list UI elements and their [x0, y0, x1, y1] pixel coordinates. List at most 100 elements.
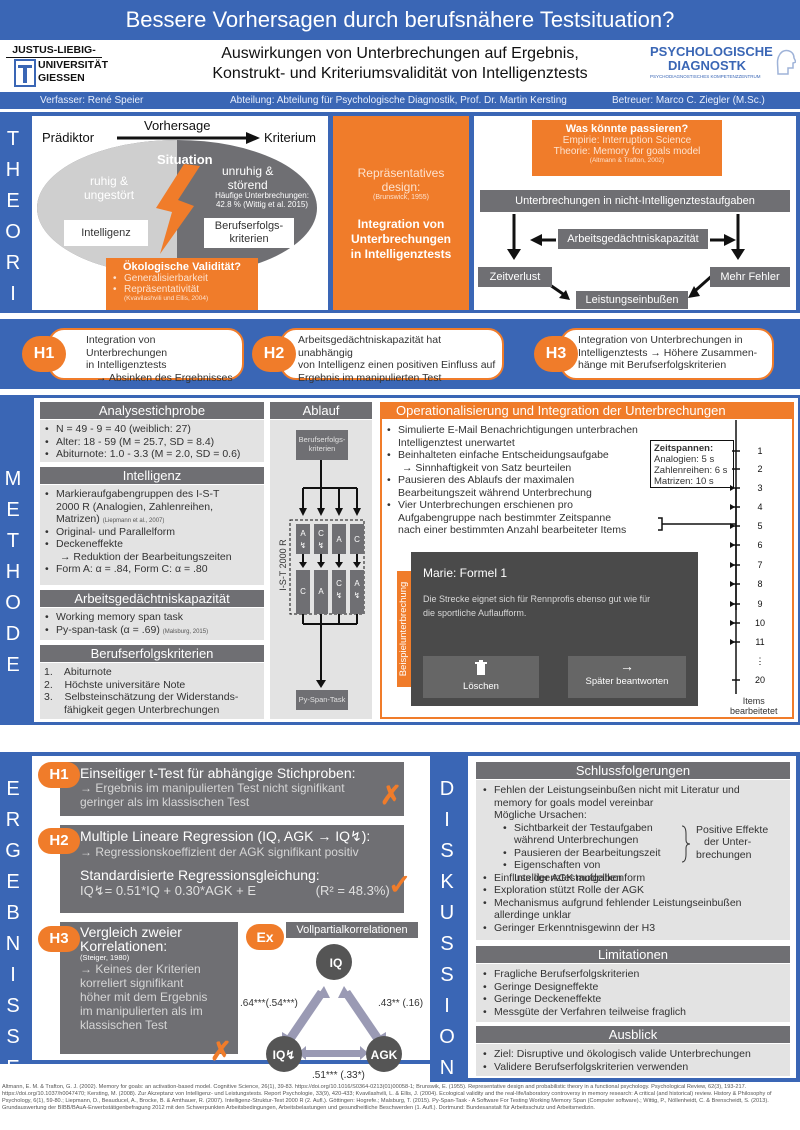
correlation-triangle	[266, 944, 402, 1072]
items-axis-arrow	[730, 542, 735, 548]
operationalisierung-panel	[380, 419, 794, 719]
berufserfolgskriterien-header: Berufserfolgskriterien	[40, 645, 264, 662]
bracket-lines	[658, 488, 737, 610]
items-axis-arrow	[730, 620, 735, 626]
trash-icon	[475, 660, 487, 675]
ausblick-header: Ausblick	[476, 1026, 790, 1043]
department: Abteilung: Abteilung für Psychologische …	[230, 95, 567, 106]
h1-result-badge: H1	[38, 762, 80, 788]
ablauf-header: Ablauf	[270, 402, 372, 419]
ex-badge: Ex	[246, 924, 284, 950]
svg-text:C: C	[300, 587, 306, 596]
hypothesis-3-badge: H3	[534, 336, 578, 372]
repraesentatives-design-panel: Repräsentatives design: (Brunswick, 1955…	[333, 116, 469, 310]
berufserfolgskriterien-box: 1. Abiturnote 2. Höchste universitäre No…	[40, 663, 264, 719]
agk-header: Arbeitsgedächtniskapazität	[40, 590, 264, 607]
head-silhouette-icon	[776, 49, 796, 75]
h1-result-box: Einseitiger t-Test für abhängige Stichpr…	[60, 762, 404, 816]
items-label: Items bearbeitetet	[730, 696, 778, 716]
items-axis-tick-label: 8	[757, 579, 762, 589]
flow-agk-box: Arbeitsgedächtniskapazität	[558, 229, 708, 249]
h3-cross-icon: ✗	[210, 1036, 232, 1066]
arrow-right-icon: →	[620, 658, 634, 674]
jlu-logo: JUSTUS-LIEBIG- UNIVERSITÄT GIESSEN	[6, 44, 108, 88]
ablauf-py-span-box: Py-Span-Task	[296, 690, 348, 710]
beispiel-label: Beispielunterbrechung	[397, 571, 411, 687]
items-axis-arrow	[730, 601, 735, 607]
vollpartial-title: Vollpartialkorrelationen	[286, 922, 418, 938]
svg-text:A: A	[336, 535, 342, 544]
svg-text:C: C	[318, 529, 324, 538]
brace-icon	[681, 825, 691, 862]
schluss-header: Schlussfolgerungen	[476, 762, 790, 779]
items-axis-arrow	[730, 639, 735, 645]
analysestichprobe-box: N = 49 - 9 = 40 (weiblich: 27) Alter: 18…	[40, 420, 264, 462]
h2-result-badge: H2	[38, 828, 80, 854]
was-koennte-passieren-box: Was könnte passieren? Empirie: Interrupt…	[532, 120, 722, 176]
zeitspannen-box: Zeitspannen: Analogien: 5 s Zahlenreihen…	[650, 440, 734, 488]
items-axis-tick-label: 5	[757, 521, 762, 531]
node-iqz: IQ↯	[272, 1048, 296, 1062]
items-axis-tick-label: 10	[755, 618, 765, 628]
items-axis-tick-label: 2	[757, 464, 762, 474]
items-axis-tick-label: 20	[755, 675, 765, 685]
answer-later-button[interactable]: → Später beantworten	[568, 656, 686, 698]
flow-mehr-fehler-box: Mehr Fehler	[710, 267, 790, 287]
author-bar: Verfasser: René Speier Abteilung: Abteil…	[0, 92, 800, 109]
ist-2000-r-label: I-S-T 2000 R	[278, 539, 288, 591]
poster-title: Bessere Vorhersagen durch berufsnähere T…	[0, 0, 800, 40]
operationalisierung-list: Simulierte E-Mail Benachrichtigungen unt…	[386, 424, 656, 537]
delete-button[interactable]: Löschen	[423, 656, 539, 698]
svg-text:↯: ↯	[336, 591, 343, 600]
theory-flow-panel: Was könnte passieren? Empirie: Interrupt…	[474, 116, 796, 310]
items-axis-tick-label: 4	[757, 502, 762, 512]
items-axis-arrow	[730, 562, 735, 568]
items-axis-tick-label: 7	[757, 560, 762, 570]
h3-result-badge: H3	[38, 926, 80, 952]
psychologische-diagnostik-logo: PSYCHOLOGISCHE DIAGNOSTK PSYCHODIAGNOSTI…	[650, 44, 796, 88]
operationalisierung-header: Operationalisierung und Integration der …	[380, 402, 794, 419]
flow-zeitverlust-box: Zeitverlust	[478, 267, 552, 287]
limitationen-box: Fragliche Berufserfolgskriterien Geringe…	[476, 964, 790, 1022]
intelligenz-header: Intelligenz	[40, 467, 264, 484]
h2-result-box: Multiple Lineare Regression (IQ, AGK → I…	[60, 825, 404, 913]
supervisor: Betreuer: Marco C. Ziegler (M.Sc.)	[612, 95, 765, 106]
items-axis-tick-label: 11	[755, 637, 764, 647]
svg-text:↯: ↯	[354, 591, 361, 600]
items-axis-arrow	[730, 504, 735, 510]
svg-text:↯: ↯	[318, 541, 325, 550]
corr-right-label: .43** (.16)	[378, 998, 424, 1009]
h2-check-icon: ✓	[388, 869, 412, 900]
theorie-label-letters: THEORIE	[5, 128, 23, 336]
items-axis-tick-label: 6	[757, 540, 762, 550]
flow-top-box: Unterbrechungen in nicht-Intelligenztest…	[480, 190, 790, 212]
hypothesis-2-badge: H2	[252, 336, 296, 372]
svg-text:C: C	[336, 579, 342, 588]
items-axis-tick-label: 9	[757, 599, 762, 609]
theorie-label: THEORIE	[0, 124, 28, 341]
intelligenz-box: Intelligenz	[64, 220, 148, 246]
items-axis-tick-label: 1	[757, 446, 762, 456]
flow-leistungseinbussen-box: Leistungseinbußen	[576, 291, 688, 309]
university-emblem-icon	[14, 59, 36, 87]
h1-cross-icon: ✗	[380, 780, 402, 810]
poster-subtitle: Auswirkungen von Unterbrechungen auf Erg…	[212, 45, 588, 82]
items-axis-arrow	[730, 581, 735, 587]
svg-text:C: C	[354, 535, 360, 544]
email-notification-mockup: Marie: Formel 1 Die Strecke eignet sich …	[411, 552, 698, 706]
hypothesis-2: Arbeitsgedächtniskapazität hat unabhängi…	[280, 328, 504, 384]
mail-sender: Marie: Formel 1	[423, 566, 508, 580]
svg-text:A: A	[354, 579, 360, 588]
items-axis-tick-label: 3	[757, 483, 762, 493]
items-axis-ellipsis: ⋮	[756, 656, 765, 666]
schluss-box: Fehlen der Leistungseinbußen nicht mit L…	[476, 780, 790, 940]
